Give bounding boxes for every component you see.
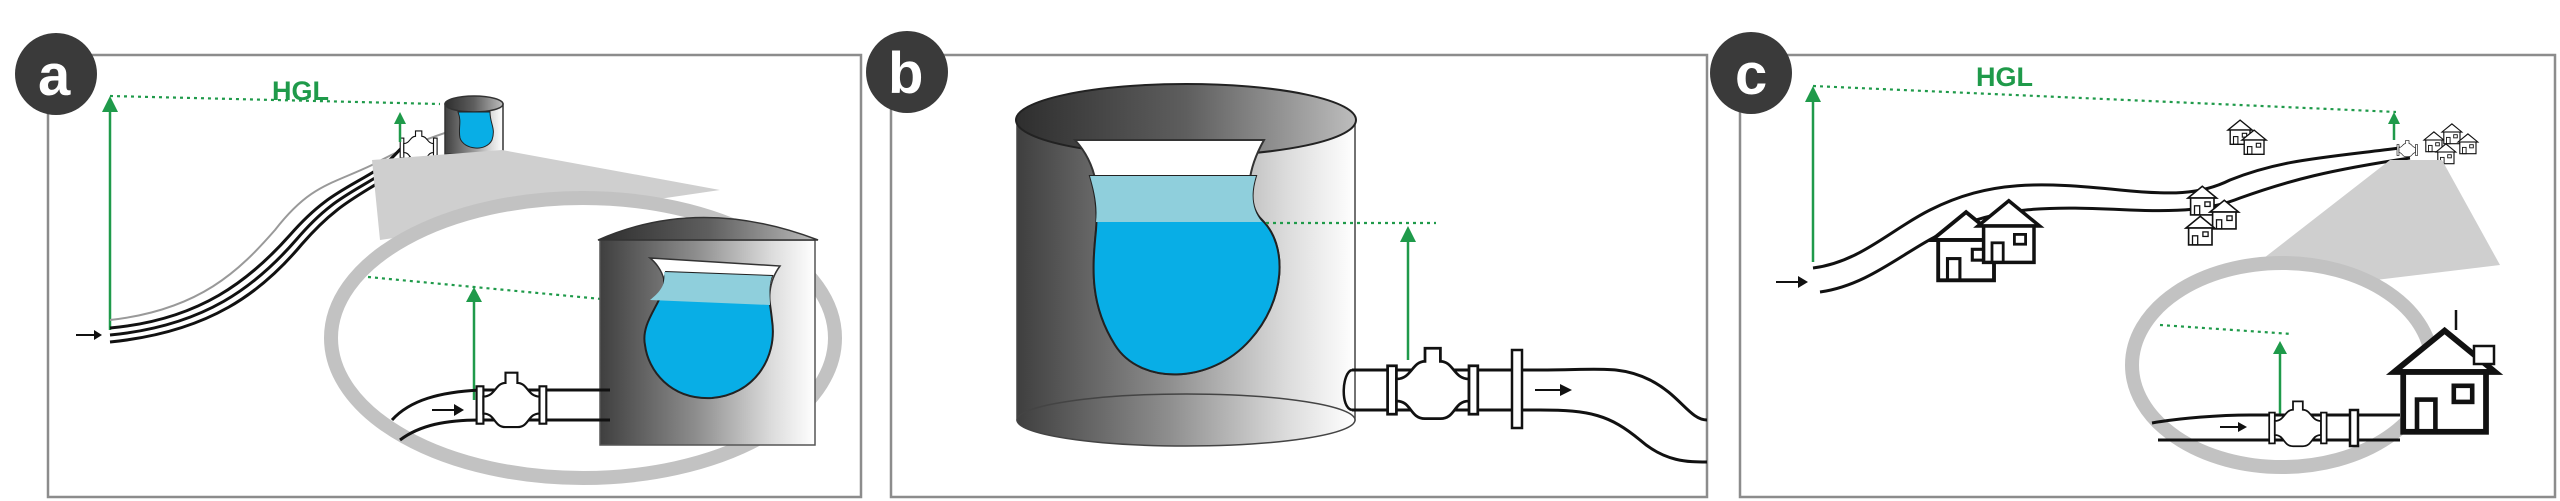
- panel-c-hgl-label: HGL: [1976, 62, 2033, 92]
- panel-b-label: b: [888, 41, 923, 106]
- panel-b-outlet-pipe-top: [1352, 367, 1708, 422]
- panel-c-zoom-arrowhead: [2273, 341, 2287, 354]
- tank-icon: [1015, 83, 1357, 447]
- panel-a-pipeline-mid: [109, 171, 384, 337]
- panel-b-badge: [866, 31, 948, 113]
- panel-c-pipeline-upper: [1812, 146, 2401, 270]
- panel-a-head-arrowhead: [102, 96, 118, 112]
- panel-a-zoom-hgl-line: [367, 275, 666, 307]
- tank-icon: [444, 95, 504, 155]
- panel-c-zoom-hgl-line: [2159, 323, 2293, 336]
- panel-a-water-surface: [650, 272, 772, 305]
- panel-b-flange: [1510, 348, 1524, 430]
- panel-c-zoom-flange: [2348, 408, 2360, 448]
- panel-a-hgl-line: [109, 94, 441, 106]
- flow-arrow-icon: [76, 330, 102, 340]
- panel-a-zoom-tank: [597, 216, 819, 446]
- flow-arrow-icon: [432, 404, 464, 416]
- panel-a-small-arrowhead: [394, 112, 406, 124]
- panel-c-label: c: [1735, 42, 1767, 107]
- panel-a-label: a: [38, 43, 71, 108]
- flow-arrow-icon: [1776, 276, 1808, 288]
- panel-b-outlet-pipe-bottom: [1352, 408, 1708, 464]
- panel-c-badge: [1710, 32, 1792, 114]
- panel-c-head-arrowhead: [1805, 86, 1821, 102]
- panel-a: HGL: [15, 33, 863, 499]
- panel-c-house-annex: [2472, 344, 2496, 366]
- panel-c-zoom-pipe-top: [2151, 413, 2400, 425]
- flow-arrow-icon: [2220, 422, 2247, 432]
- panel-a-badge: [15, 33, 97, 115]
- panel-b: b: [866, 31, 1709, 499]
- panel-c: HGL: [1710, 32, 2557, 499]
- panel-c-pipeline-lower: [1819, 156, 2411, 294]
- panel-b-water: [1088, 175, 1281, 376]
- flow-arrow-icon: [1535, 384, 1572, 396]
- panel-c-small-arrowhead: [2388, 112, 2400, 124]
- panel-a-zoom-arrowhead: [466, 287, 482, 302]
- panel-b-pipe-flange: [1342, 368, 1353, 412]
- panel-a-hgl-label: HGL: [272, 76, 329, 106]
- panel-b-water-surface: [1090, 176, 1262, 222]
- panel-b-head-arrowhead: [1400, 226, 1416, 242]
